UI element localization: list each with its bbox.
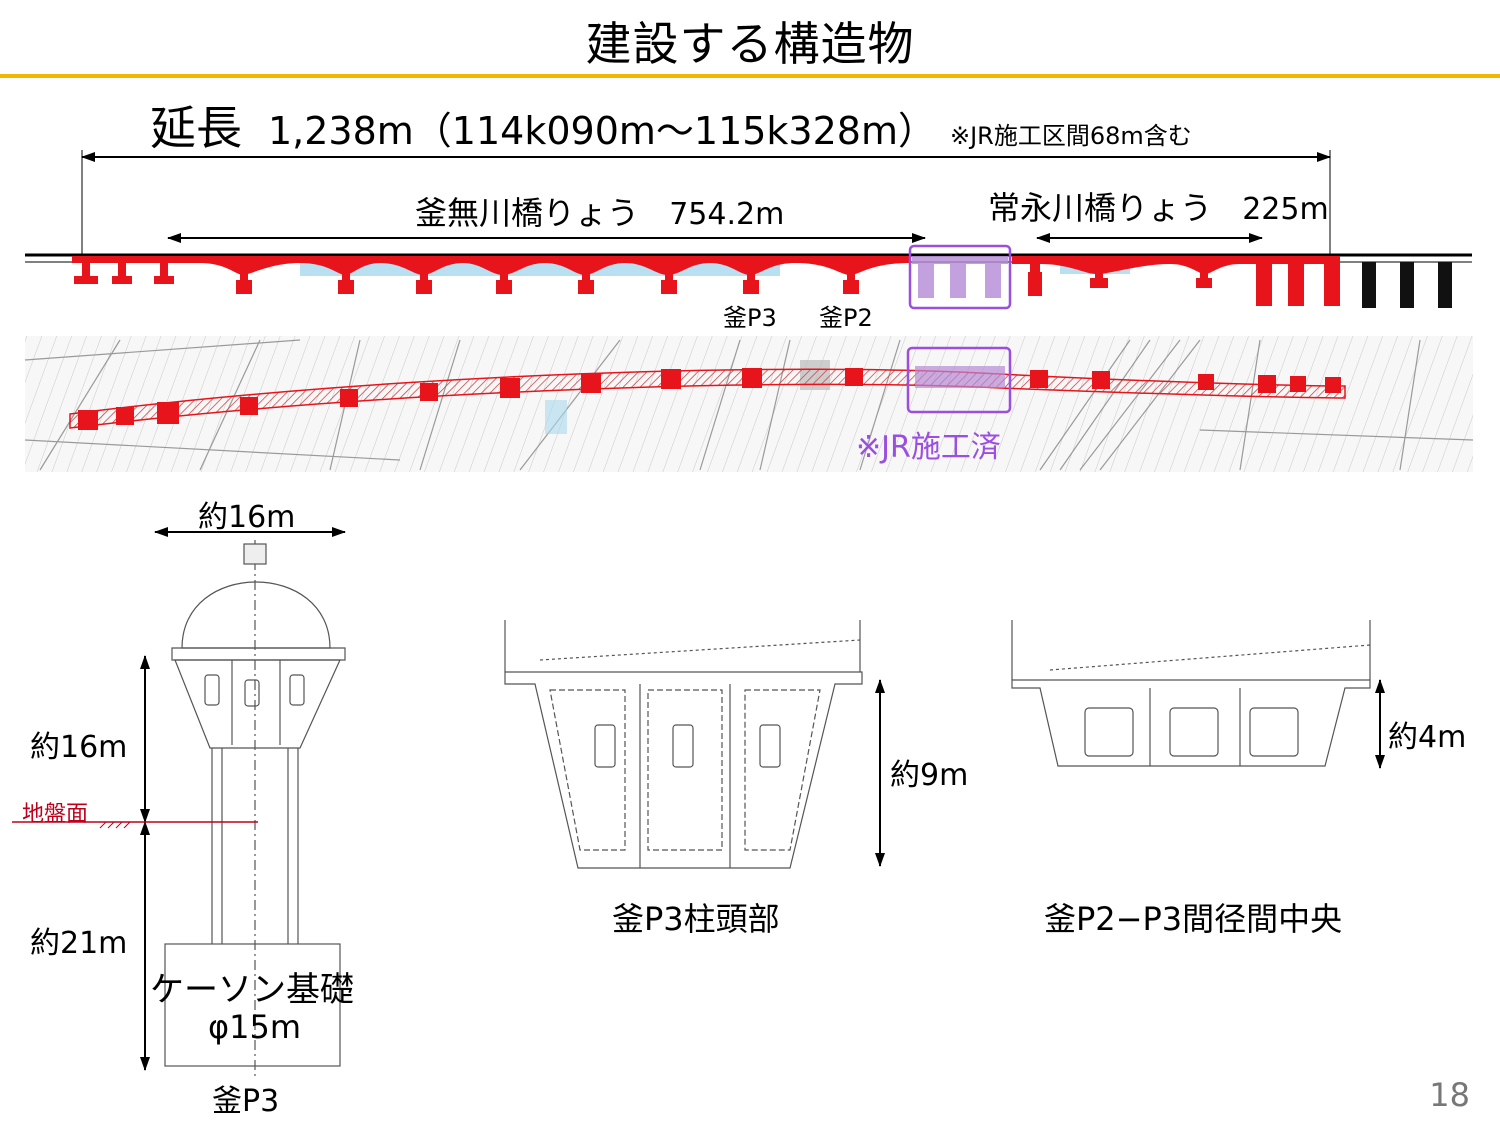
total-length: 延長 1,238m（114k090m～115k328m） ※JR施工区間68m含む: [150, 98, 1192, 169]
page-title: 建設する構造物: [585, 17, 915, 71]
pier-cross-section: [164, 540, 346, 1080]
piers-red: [74, 262, 1340, 306]
jr-section-box-plan: [906, 346, 1012, 414]
map-lines: [24, 339, 1474, 471]
bridge-deck-east: [1012, 256, 1340, 274]
pier-label-p3: 釜P3: [723, 304, 777, 332]
pier-height-label: 約16m: [30, 730, 128, 765]
piers-existing: [1362, 262, 1452, 308]
total-length-note: ※JR施工区間68m含む: [949, 122, 1192, 150]
pier-section-caption: 釜P3: [212, 1084, 280, 1119]
foundation-diameter: φ15m: [208, 1008, 301, 1046]
bridge-2-length: 225m: [1242, 192, 1329, 227]
pier-width-label: 約16m: [198, 500, 296, 535]
bridge-1-label: 釜無川橋りょう 754.2m: [415, 188, 784, 234]
page-number: 18: [1429, 1076, 1470, 1114]
route-alignment: [69, 368, 1346, 429]
total-length-label: 延長: [150, 101, 242, 155]
foundation-name: ケーソン基礎: [150, 970, 354, 1010]
bridge-1-name: 釜無川橋りょう: [415, 194, 640, 232]
bridge-2-label: 常永川橋りょう 225m: [988, 183, 1329, 229]
girder-2-height-label: 約4m: [1388, 720, 1467, 755]
bridge-1-length: 754.2m: [669, 197, 785, 232]
jr-section-box-profile: [908, 244, 1012, 310]
total-length-dimension: [81, 150, 1331, 262]
jr-section-label: ※JR施工済: [856, 430, 1001, 465]
river-water: [300, 262, 780, 276]
plan-footings: [78, 368, 1341, 430]
girder-section-midspan: [1011, 620, 1371, 767]
pier-depth-label: 約21m: [30, 926, 128, 961]
pier-label-p2: 釜P2: [819, 304, 873, 332]
plan-view-map: [24, 336, 1474, 472]
total-length-value: 1,238m（114k090m～115k328m）: [268, 109, 936, 153]
bridge-profile: [25, 244, 1472, 310]
bridge-deck: [72, 256, 910, 275]
girder-1-height-label: 約9m: [890, 758, 969, 793]
girder-2-caption: 釜P2−P3間径間中央: [1044, 900, 1343, 938]
title-rule: [0, 74, 1500, 78]
ground-level-label: 地盤面: [22, 802, 89, 827]
girder-1-caption: 釜P3柱頭部: [612, 900, 780, 938]
girder-section-p3-head: [504, 620, 863, 869]
pier-dimensions: [12, 527, 346, 1071]
jr-piers: [912, 256, 1008, 298]
bridge-2-name: 常永川橋りょう: [988, 189, 1213, 227]
